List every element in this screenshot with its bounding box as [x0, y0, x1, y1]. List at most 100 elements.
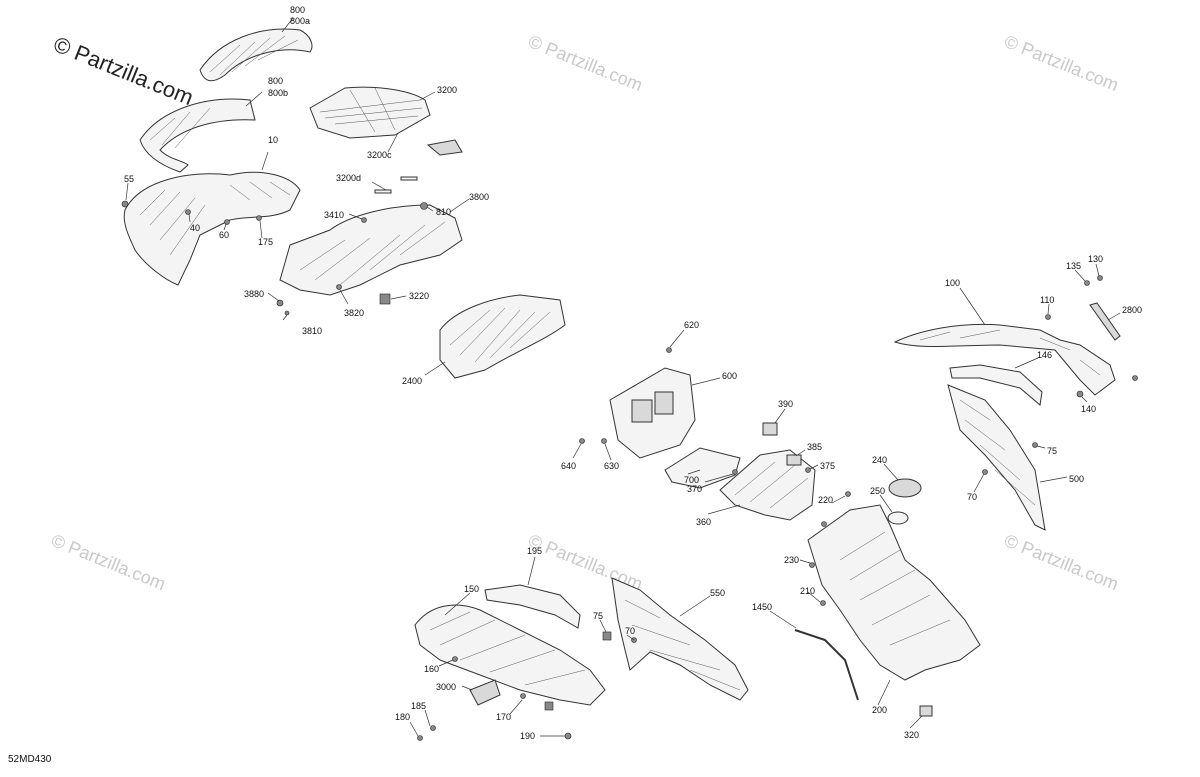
bolt-icon	[805, 467, 811, 473]
part-strip	[400, 176, 418, 181]
part-label: 210	[800, 586, 815, 596]
part-label: 800b	[268, 88, 288, 98]
part-strip	[374, 189, 392, 194]
part-filler-ring	[888, 478, 922, 498]
part-label: 375	[820, 461, 835, 471]
bolt-icon	[1097, 275, 1103, 281]
bolt-icon	[544, 701, 554, 711]
watermark: © Partzilla.com	[526, 31, 646, 95]
bolt-icon	[1032, 442, 1038, 448]
part-clip-320	[919, 705, 933, 717]
part-clip-385	[786, 454, 802, 466]
part-label: 230	[784, 555, 799, 565]
part-label: 100	[945, 278, 960, 288]
bolt-icon	[430, 725, 436, 731]
part-labels: 800 800a 800 800b 10 55 40 60 175 3200 3…	[124, 5, 1142, 741]
part-label: 185	[411, 701, 426, 711]
part-label: 200	[872, 705, 887, 715]
bolt-icon	[185, 209, 191, 215]
part-label: 2800	[1122, 305, 1142, 315]
part-label: 640	[561, 461, 576, 471]
part-windshield	[199, 28, 313, 82]
bolt-icon	[821, 521, 827, 527]
parts	[123, 28, 1121, 717]
part-dashboard	[439, 294, 566, 379]
bolt-icon	[602, 631, 612, 641]
part-label: 3200d	[336, 173, 361, 183]
part-label: 130	[1088, 254, 1103, 264]
diagram-code: 52MD430	[8, 754, 52, 765]
part-label: 500	[1069, 474, 1084, 484]
part-clip-390	[762, 422, 778, 436]
fasteners	[121, 200, 1138, 741]
bolt-icon	[379, 293, 391, 305]
bolt-icon	[336, 284, 342, 290]
part-label: 1450	[752, 602, 772, 612]
part-label: 135	[1066, 261, 1081, 271]
part-label: 3200c	[367, 150, 392, 160]
part-label: 75	[1047, 446, 1057, 456]
part-opening	[654, 391, 674, 415]
part-label: 180	[395, 712, 410, 722]
bolt-icon	[564, 732, 572, 740]
part-main-body	[807, 504, 981, 681]
bolt-icon	[121, 200, 129, 208]
part-label: 195	[527, 546, 542, 556]
part-grab-handle	[949, 364, 1043, 406]
bolt-icon	[820, 600, 826, 606]
bolt-icon	[520, 693, 526, 699]
part-front-fairing	[123, 171, 301, 286]
watermark: © Partzilla.com	[49, 530, 169, 594]
part-latch	[426, 139, 463, 156]
part-side-panel-150	[414, 604, 606, 706]
part-label: 146	[1037, 350, 1052, 360]
part-pad-195	[484, 584, 581, 629]
bolt-icon	[601, 438, 607, 444]
part-windshield-trim	[139, 98, 256, 173]
part-label: 55	[124, 174, 134, 184]
part-label: 220	[818, 495, 833, 505]
part-label: 630	[604, 461, 619, 471]
watermark: © Partzilla.com	[1002, 530, 1122, 594]
bolt-icon	[1076, 390, 1084, 398]
bolt-icon	[284, 310, 290, 316]
part-label: 370	[687, 484, 702, 494]
part-label: 3200	[437, 85, 457, 95]
watermark-main: © Partzilla.com	[50, 31, 197, 110]
part-console-360	[719, 449, 816, 521]
part-label: 40	[190, 223, 200, 233]
part-label: 3410	[324, 210, 344, 220]
bolt-icon	[452, 656, 458, 662]
part-reflector	[469, 679, 501, 706]
bolt-icon	[276, 299, 284, 307]
part-label: 800a	[290, 16, 310, 26]
part-label: 800	[268, 76, 283, 86]
bolt-icon	[417, 735, 423, 741]
part-label: 810	[436, 207, 451, 217]
bolt-icon	[845, 491, 851, 497]
part-label: 620	[684, 320, 699, 330]
watermark: © Partzilla.com	[1002, 31, 1122, 95]
part-label: 60	[219, 230, 229, 240]
part-label: 3000	[436, 682, 456, 692]
bolt-icon	[1132, 375, 1138, 381]
part-label: 700	[684, 475, 699, 485]
leader-lines	[125, 17, 1121, 737]
part-label: 170	[496, 712, 511, 722]
part-opening	[631, 399, 653, 423]
bolt-icon	[361, 217, 367, 223]
bolt-icon	[732, 469, 738, 475]
part-label: 10	[268, 135, 278, 145]
part-label: 385	[807, 442, 822, 452]
part-label: 190	[520, 731, 535, 741]
part-label: 250	[870, 486, 885, 496]
part-label: 3880	[244, 289, 264, 299]
part-label: 75	[593, 611, 603, 621]
part-label: 240	[872, 455, 887, 465]
part-label: 160	[424, 664, 439, 674]
part-rear-tail	[893, 323, 1116, 396]
bolt-icon	[809, 562, 815, 568]
part-label: 3220	[409, 291, 429, 301]
part-label: 3810	[302, 326, 322, 336]
